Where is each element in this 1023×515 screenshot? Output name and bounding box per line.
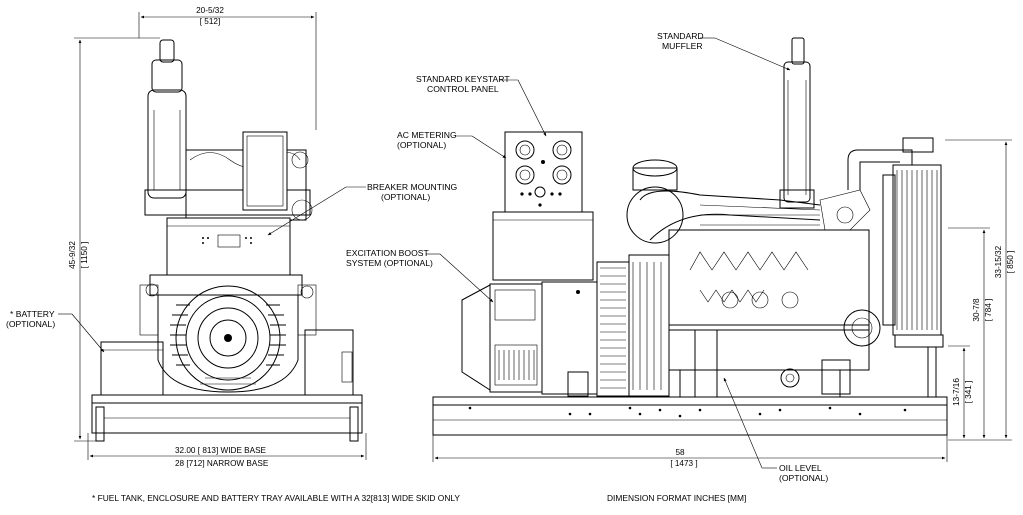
dim-h-13: 13-7/16 [952,378,961,406]
side-view-dimensions: 58 [ 1473 ] 13-7/16 [ 341 ] 30-7/8 [ 784… [432,139,1015,468]
callout-keystart: STANDARD KEYSTART [416,74,510,84]
callout-muffler-sub: MUFFLER [662,41,703,51]
footer-dimension-format: DIMENSION FORMAT INCHES [MM] [607,493,746,503]
callout-oil-level-sub: (OPTIONAL) [779,473,828,483]
dim-top-width-mm: [ 512] [200,17,221,26]
callout-breaker: BREAKER MOUNTING [367,182,458,192]
callout-battery-sub: (OPTIONAL) [6,319,55,329]
front-view-dimensions: 20-5/32 [ 512] 45-9/32 [ 1150 ] 32.00 [ … [68,6,367,468]
callout-breaker-sub: (OPTIONAL) [381,192,430,202]
dim-h-33-mm: [ 850 ] [1006,251,1015,274]
dim-length-mm: [ 1473 ] [670,459,697,468]
callout-muffler: STANDARD [657,31,704,41]
footer-note: * FUEL TANK, ENCLOSURE AND BATTERY TRAY … [92,493,460,503]
callout-excitation: EXCITATION BOOST [346,248,430,258]
callout-ac-metering: AC METERING [397,130,457,140]
dim-left-height-mm: [ 1150 ] [80,242,89,269]
dim-h-30-mm: [ 784 ] [984,299,993,322]
dim-h-13-mm: [ 341 ] [964,381,973,404]
callout-battery: * BATTERY [10,309,55,319]
front-view-callouts: BREAKER MOUNTING (OPTIONAL) * BATTERY (O… [6,182,458,353]
side-view [432,37,948,436]
callout-oil-level: OIL LEVEL [779,463,822,473]
dim-h-30: 30-7/8 [972,298,981,322]
dim-length: 58 [675,448,685,457]
dim-top-width: 20-5/32 [196,6,224,15]
dim-left-height: 45-9/32 [68,241,77,269]
callout-keystart-sub: CONTROL PANEL [427,84,499,94]
front-view [91,39,363,442]
dim-narrow-base: 28 [712] NARROW BASE [175,459,269,468]
dim-h-33: 33-15/32 [994,245,1003,278]
side-view-callouts: STANDARD MUFFLER STANDARD KEYSTART CONTR… [346,31,828,483]
callout-ac-metering-sub: (OPTIONAL) [397,140,446,150]
callout-excitation-sub: SYSTEM (OPTIONAL) [346,258,433,268]
dim-wide-base: 32.00 [ 813] WIDE BASE [175,446,267,455]
